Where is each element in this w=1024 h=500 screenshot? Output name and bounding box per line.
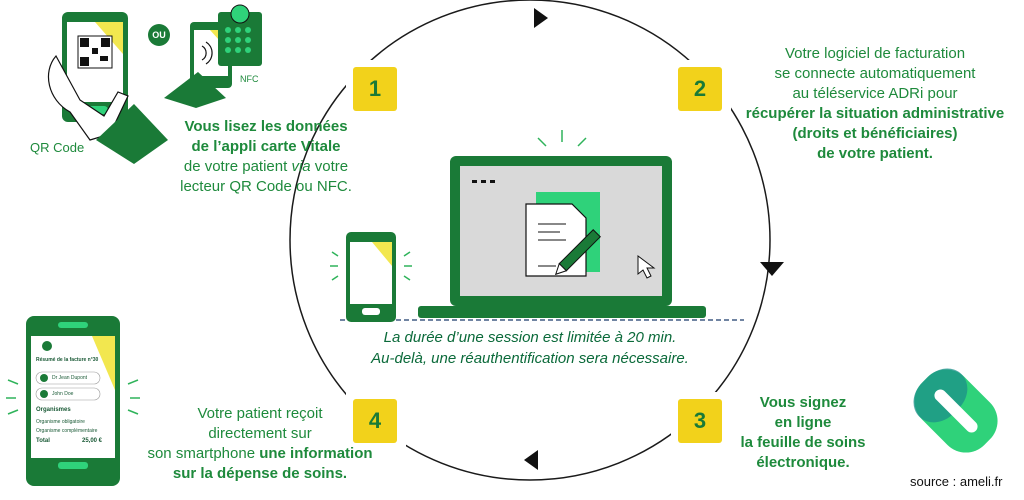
session-note-line-1: La durée d’une session est limitée à 20 … [383,329,677,346]
carte-vitale-logo [913,368,998,453]
invoice-person-2: John Doe [52,391,74,397]
small-phone-illustration [330,232,412,322]
step-4-bold-line-4: sur la dépense de soins. [172,465,348,482]
step-4-line-1: Votre patient reçoit [197,405,323,422]
cycle-arrow-right [760,262,784,276]
invoice-org-2: Organisme complémentaire [36,428,98,434]
cycle-arrow-bottom [524,450,538,470]
step-2-line-3: au téléservice ADRi pour [792,85,958,102]
step-2-badge: 2 [678,67,722,111]
invoice-total-value: 25,00 € [82,438,103,444]
step-4-line-3-bold: une information [259,445,373,462]
step-3-text: Vous signez en ligne la feuille de soins… [728,393,878,473]
invoice-phone-illustration [6,316,140,486]
session-note: La durée d’une session est limitée à 20 … [350,327,710,369]
step-1-badge: 1 [353,67,397,111]
step-4-text: Votre patient reçoit directement sur son… [128,404,392,484]
step-1-text: Vous lisez les données de l’appli carte … [168,117,364,197]
invoice-section: Organismes [36,407,71,413]
step-1-line-3-italic: via [291,158,311,175]
step-2-line-2: se connecte automatiquement [774,65,976,82]
invoice-org-1: Organisme obligatoire [36,419,85,425]
invoice-person-1: Dr Jean Dupont [52,375,88,381]
step-2-text: Votre logiciel de facturation se connect… [736,44,1014,164]
step-2-line-1: Votre logiciel de facturation [784,45,966,62]
session-note-line-2: Au-delà, une réauthentification sera néc… [371,350,689,367]
step-4-badge: 4 [353,399,397,443]
step-1-line-4: lecteur QR Code ou NFC. [180,178,352,195]
step-2-bold-line-5: (droits et bénéficiaires) [792,125,958,142]
cycle-circle [289,0,771,481]
step-1-line-3-post: votre [310,158,349,175]
source-credit: source : ameli.fr [910,474,1003,489]
step-1-line-3-pre: de votre patient [183,158,292,175]
invoice-title: Résumé de la facture n°30 [36,357,99,363]
nfc-phone-illustration [164,4,262,108]
qr-phone-illustration [47,12,168,164]
invoice-total-label: Total [36,438,50,444]
step-2-bold-line-6: de votre patient. [817,145,933,162]
step-2-bold-line-4: récupérer la situation administrative [745,105,1005,122]
ou-badge: OU [148,24,170,46]
step-4-line-3-pre: son smartphone [147,445,260,462]
step-1-bold-line-1: Vous lisez les données [184,118,348,135]
step-3-line-3: la feuille de soins [740,434,866,451]
step-1-bold-line-2: de l’appli carte Vitale [191,138,341,155]
step-3-line-2: en ligne [774,414,832,431]
qr-code-label: QR Code [30,140,85,155]
nfc-label: NFC [240,74,259,84]
step-3-line-1: Vous signez [759,394,847,411]
step-4-line-2: directement sur [208,425,312,442]
laptop-illustration [340,130,744,321]
step-3-line-4: électronique. [756,454,850,471]
cycle-arrow-top [534,8,548,28]
step-3-badge: 3 [678,399,722,443]
